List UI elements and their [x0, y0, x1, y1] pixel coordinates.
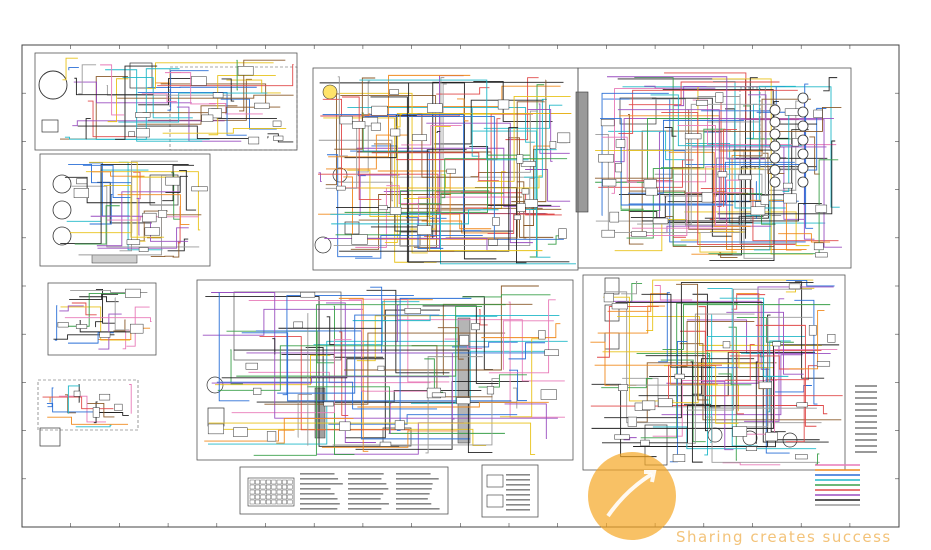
- panel-main-harness: [312, 67, 589, 271]
- panel-left-starter: [39, 153, 211, 267]
- wire-bundle-top-left: [60, 57, 294, 145]
- panel-right-lower: [582, 274, 846, 471]
- panel-left-lights: [37, 282, 157, 447]
- watermark-tagline: Sharing creates success: [676, 528, 892, 546]
- border-ticks: [21, 44, 899, 527]
- panel-dash: [196, 279, 574, 461]
- watermark-logo-icon: [588, 452, 676, 540]
- panel-top-left: [34, 52, 298, 151]
- wire-bundle-left-lights: [42, 288, 152, 428]
- solenoid-column: [769, 92, 809, 188]
- connector-table-right: [481, 464, 539, 518]
- connector-table-right-rows: [506, 474, 530, 511]
- panel-controller: [577, 67, 852, 269]
- wire-bundle-main-harness: [318, 74, 576, 265]
- wire-color-legend: [815, 385, 877, 506]
- wire-bundle-right-lower: [590, 279, 843, 466]
- connector-table-left-rows: [249, 473, 440, 510]
- connector-table-left: [239, 466, 449, 515]
- wire-bundle-left-starter: [60, 160, 208, 258]
- wire-bundle-dash: [202, 285, 568, 456]
